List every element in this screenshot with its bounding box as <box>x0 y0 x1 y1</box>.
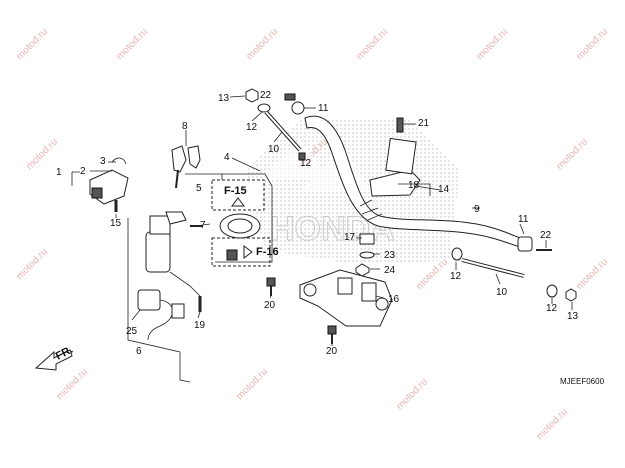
callout-number: 12 <box>450 271 462 282</box>
leader-lines <box>90 95 573 346</box>
hardware-parts <box>111 88 577 344</box>
reference-box-f16: F-16 <box>211 237 279 267</box>
direction-label: FR. <box>54 344 75 363</box>
callout-number: 21 <box>418 118 430 129</box>
callout-number: 11 <box>518 214 529 225</box>
ignition-keys <box>171 145 201 189</box>
watermark-text: motod.ru <box>24 136 60 172</box>
callout-number: 14 <box>438 184 450 195</box>
callout-number: 17 <box>344 232 356 243</box>
callout-number: 12 <box>246 122 258 133</box>
callout-number: 12 <box>300 158 312 169</box>
reference-box-f15: F-15 <box>211 179 265 211</box>
watermark-text: motod.ru <box>234 366 270 402</box>
callout-number: 2 <box>80 166 86 177</box>
callout-number: 13 <box>567 311 579 322</box>
watermark-text: motod.ru <box>54 366 90 402</box>
group-brackets <box>71 171 431 383</box>
callout-number: 12 <box>546 303 558 314</box>
front-direction-arrow: FR. <box>34 344 75 371</box>
fuel-cap <box>219 213 261 261</box>
callout-number: 20 <box>264 300 276 311</box>
callout-number: 19 <box>194 320 206 331</box>
watermark-text: motod.ru <box>574 26 610 62</box>
watermark-text: motod.ru <box>474 26 510 62</box>
handlebar-holder <box>369 117 421 197</box>
callout-number: 8 <box>182 121 188 132</box>
ref-label-f16: F-16 <box>256 246 279 258</box>
callout-number: 15 <box>110 218 122 229</box>
watermark-text: motod.ru <box>394 376 430 412</box>
antenna-unit <box>137 289 185 341</box>
callout-number: 10 <box>496 287 508 298</box>
callout-number: 25 <box>126 326 138 337</box>
callout-number: 23 <box>384 250 396 261</box>
callout-number: 22 <box>540 230 552 241</box>
ignition-switch <box>145 211 201 297</box>
callout-numbers: 1 2 3 4 5 6 7 8 9 10 10 11 11 12 12 12 1… <box>56 90 579 357</box>
watermark-text: motod.ru <box>574 256 610 292</box>
handlebar-switch <box>89 169 129 205</box>
ref-label-f15: F-15 <box>224 185 247 197</box>
watermark-text: motod.ru <box>554 136 590 172</box>
callout-number: 5 <box>196 183 202 194</box>
watermark-text: motod.ru <box>244 26 280 62</box>
callout-number: 4 <box>224 152 230 163</box>
callout-number: 20 <box>326 346 338 357</box>
callout-number: 3 <box>100 156 106 167</box>
callout-number: 16 <box>388 294 400 305</box>
callout-number: 24 <box>384 265 396 276</box>
callout-number: 18 <box>408 180 420 191</box>
callout-number: 13 <box>218 93 230 104</box>
watermark-text: motod.ru <box>114 26 150 62</box>
callout-number: 7 <box>200 220 206 231</box>
callout-number: 10 <box>268 144 280 155</box>
watermark-text: motod.ru <box>14 246 50 282</box>
callout-number: 11 <box>318 103 329 114</box>
callout-number: 1 <box>56 167 62 178</box>
callout-number: 22 <box>260 90 272 101</box>
watermark-text: motod.ru <box>534 406 570 442</box>
callout-number: 9 <box>474 204 480 215</box>
top-bridge <box>299 269 393 327</box>
watermark-text: motod.ru <box>414 256 450 292</box>
watermark-text: motod.ru <box>354 26 390 62</box>
figure-code: MJEEF0600 <box>560 377 605 386</box>
callout-number: 6 <box>136 346 142 357</box>
watermark-text: motod.ru <box>14 26 50 62</box>
